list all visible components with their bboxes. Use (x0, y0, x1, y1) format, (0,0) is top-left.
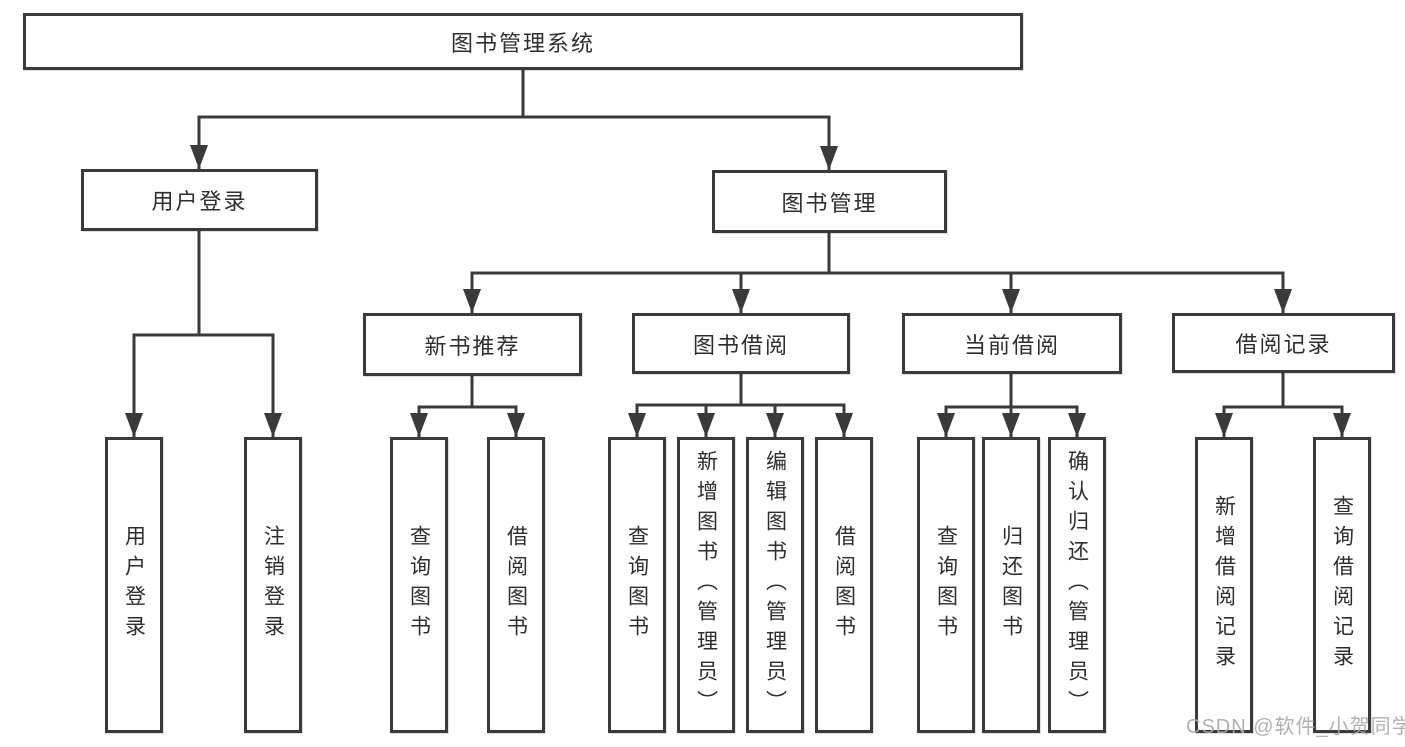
node-book-borrowing: 图书借阅 (632, 313, 850, 374)
leaf-nb-borrow-books-label: 借阅图书 (504, 525, 528, 645)
leaf-bb-edit-books-admin: 编辑图书（管理员） (746, 437, 804, 733)
csdn-watermark: CSDN @软件_小贺同学 (1186, 716, 1405, 738)
leaf-user-login: 用户登录 (105, 437, 163, 733)
leaf-bb-edit-books-admin-label: 编辑图书（管理员） (763, 450, 787, 720)
leaf-bb-query-books-label: 查询图书 (625, 525, 649, 645)
leaf-br-add-record-label: 新增借阅记录 (1212, 495, 1236, 675)
leaf-cb-return-books: 归还图书 (982, 437, 1040, 733)
leaf-nb-query-books-label: 查询图书 (407, 525, 431, 645)
leaf-cb-confirm-return-admin-label: 确认归还（管理员） (1065, 450, 1089, 720)
leaf-nb-borrow-books: 借阅图书 (487, 437, 545, 733)
node-borrowing-records: 借阅记录 (1172, 313, 1395, 373)
node-library-management-system: 图书管理系统 (23, 13, 1023, 70)
leaf-cb-query-books-label: 查询图书 (934, 525, 958, 645)
connector-root-trunk (132, 70, 1344, 409)
leaf-nb-query-books: 查询图书 (390, 437, 448, 733)
node-user-login: 用户登录 (81, 169, 318, 231)
leaf-bb-borrow-books: 借阅图书 (815, 437, 873, 733)
leaf-bb-query-books: 查询图书 (608, 437, 666, 733)
leaf-cb-confirm-return-admin: 确认归还（管理员） (1048, 437, 1106, 733)
leaf-bb-add-books-admin: 新增图书（管理员） (677, 437, 735, 733)
node-new-book-recommend: 新书推荐 (363, 313, 582, 376)
leaf-user-login-label: 用户登录 (122, 525, 146, 645)
leaf-cb-query-books: 查询图书 (917, 437, 975, 733)
leaf-bb-borrow-books-label: 借阅图书 (832, 525, 856, 645)
leaf-bb-add-books-admin-label: 新增图书（管理员） (694, 450, 718, 720)
node-book-management: 图书管理 (712, 170, 947, 233)
leaf-logout-login: 注销登录 (244, 437, 302, 733)
node-current-borrowing: 当前借阅 (902, 313, 1122, 374)
leaf-br-add-record: 新增借阅记录 (1195, 437, 1253, 733)
leaf-br-query-record-label: 查询借阅记录 (1330, 495, 1354, 675)
leaf-logout-login-label: 注销登录 (261, 525, 285, 645)
leaf-br-query-record: 查询借阅记录 (1313, 437, 1371, 733)
leaf-cb-return-books-label: 归还图书 (999, 525, 1023, 645)
